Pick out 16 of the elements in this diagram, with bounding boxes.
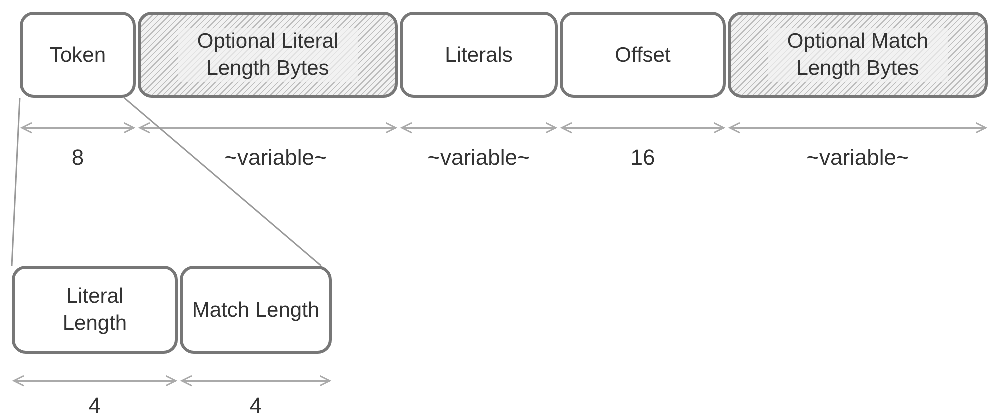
field-box <box>400 12 558 98</box>
hatched-field-box <box>728 12 988 98</box>
field-box <box>12 266 178 354</box>
field-label: Literals <box>445 42 513 68</box>
field-box <box>20 12 136 98</box>
field-label: Match Length <box>192 298 320 324</box>
field-label: Optional Literal Length Bytes <box>178 28 358 82</box>
zoom-line <box>124 97 322 267</box>
field-label: Offset <box>615 42 671 68</box>
field-box <box>560 12 726 98</box>
field-label: Literal Length <box>62 284 128 337</box>
field-label: Optional Match Length Bytes <box>768 28 948 82</box>
zoom-line <box>11 98 21 266</box>
field-label: Token <box>50 42 106 68</box>
hatched-field-box <box>138 12 398 98</box>
field-box <box>180 266 332 354</box>
